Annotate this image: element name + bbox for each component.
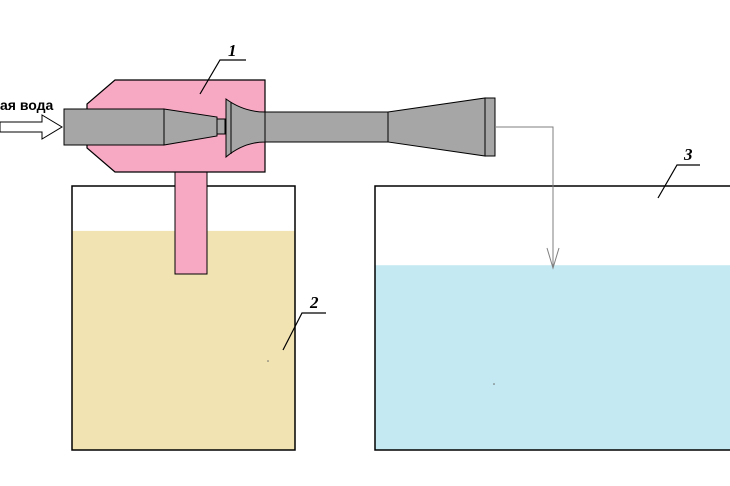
- outflow-line: [495, 126, 554, 266]
- leader-line-1: [199, 59, 246, 95]
- label-2: 2: [309, 293, 319, 312]
- label-1: 1: [228, 41, 237, 60]
- liquid-speck: [493, 383, 495, 385]
- diffuser-cone: [387, 97, 486, 157]
- mixing-tube: [264, 111, 389, 143]
- outflow-arrowhead: [546, 247, 560, 270]
- nozzle-tip: [216, 118, 226, 135]
- label-3: 3: [683, 145, 693, 164]
- outlet-flange: [484, 97, 496, 157]
- leader-line-2: [282, 312, 326, 351]
- inlet-label: ая вода: [0, 97, 54, 113]
- leader-line-3: [657, 164, 700, 199]
- inlet-pipe: [63, 108, 165, 146]
- liquid-speck: [267, 360, 269, 362]
- nozzle-cone: [163, 108, 218, 146]
- right-tank: [374, 185, 730, 451]
- right-tank-liquid: [375, 265, 730, 450]
- suction-pipe: [174, 169, 208, 275]
- inlet-flow-arrow: [0, 114, 63, 140]
